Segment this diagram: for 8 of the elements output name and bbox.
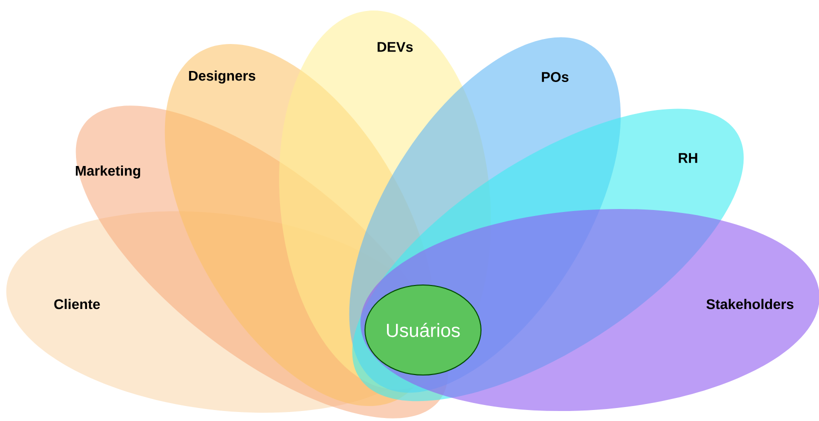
ellipse-label: Designers [189,70,256,84]
ellipse-label: RH [678,153,698,163]
ellipse-label: POs [542,72,568,82]
ellipse-label: Marketing [76,165,140,179]
ellipse-label: Cliente [54,298,100,310]
ellipse-label: DEVs [378,42,413,52]
ellipse-label: Stakeholders [706,298,794,310]
ellipse-label: Usuários [386,322,460,338]
